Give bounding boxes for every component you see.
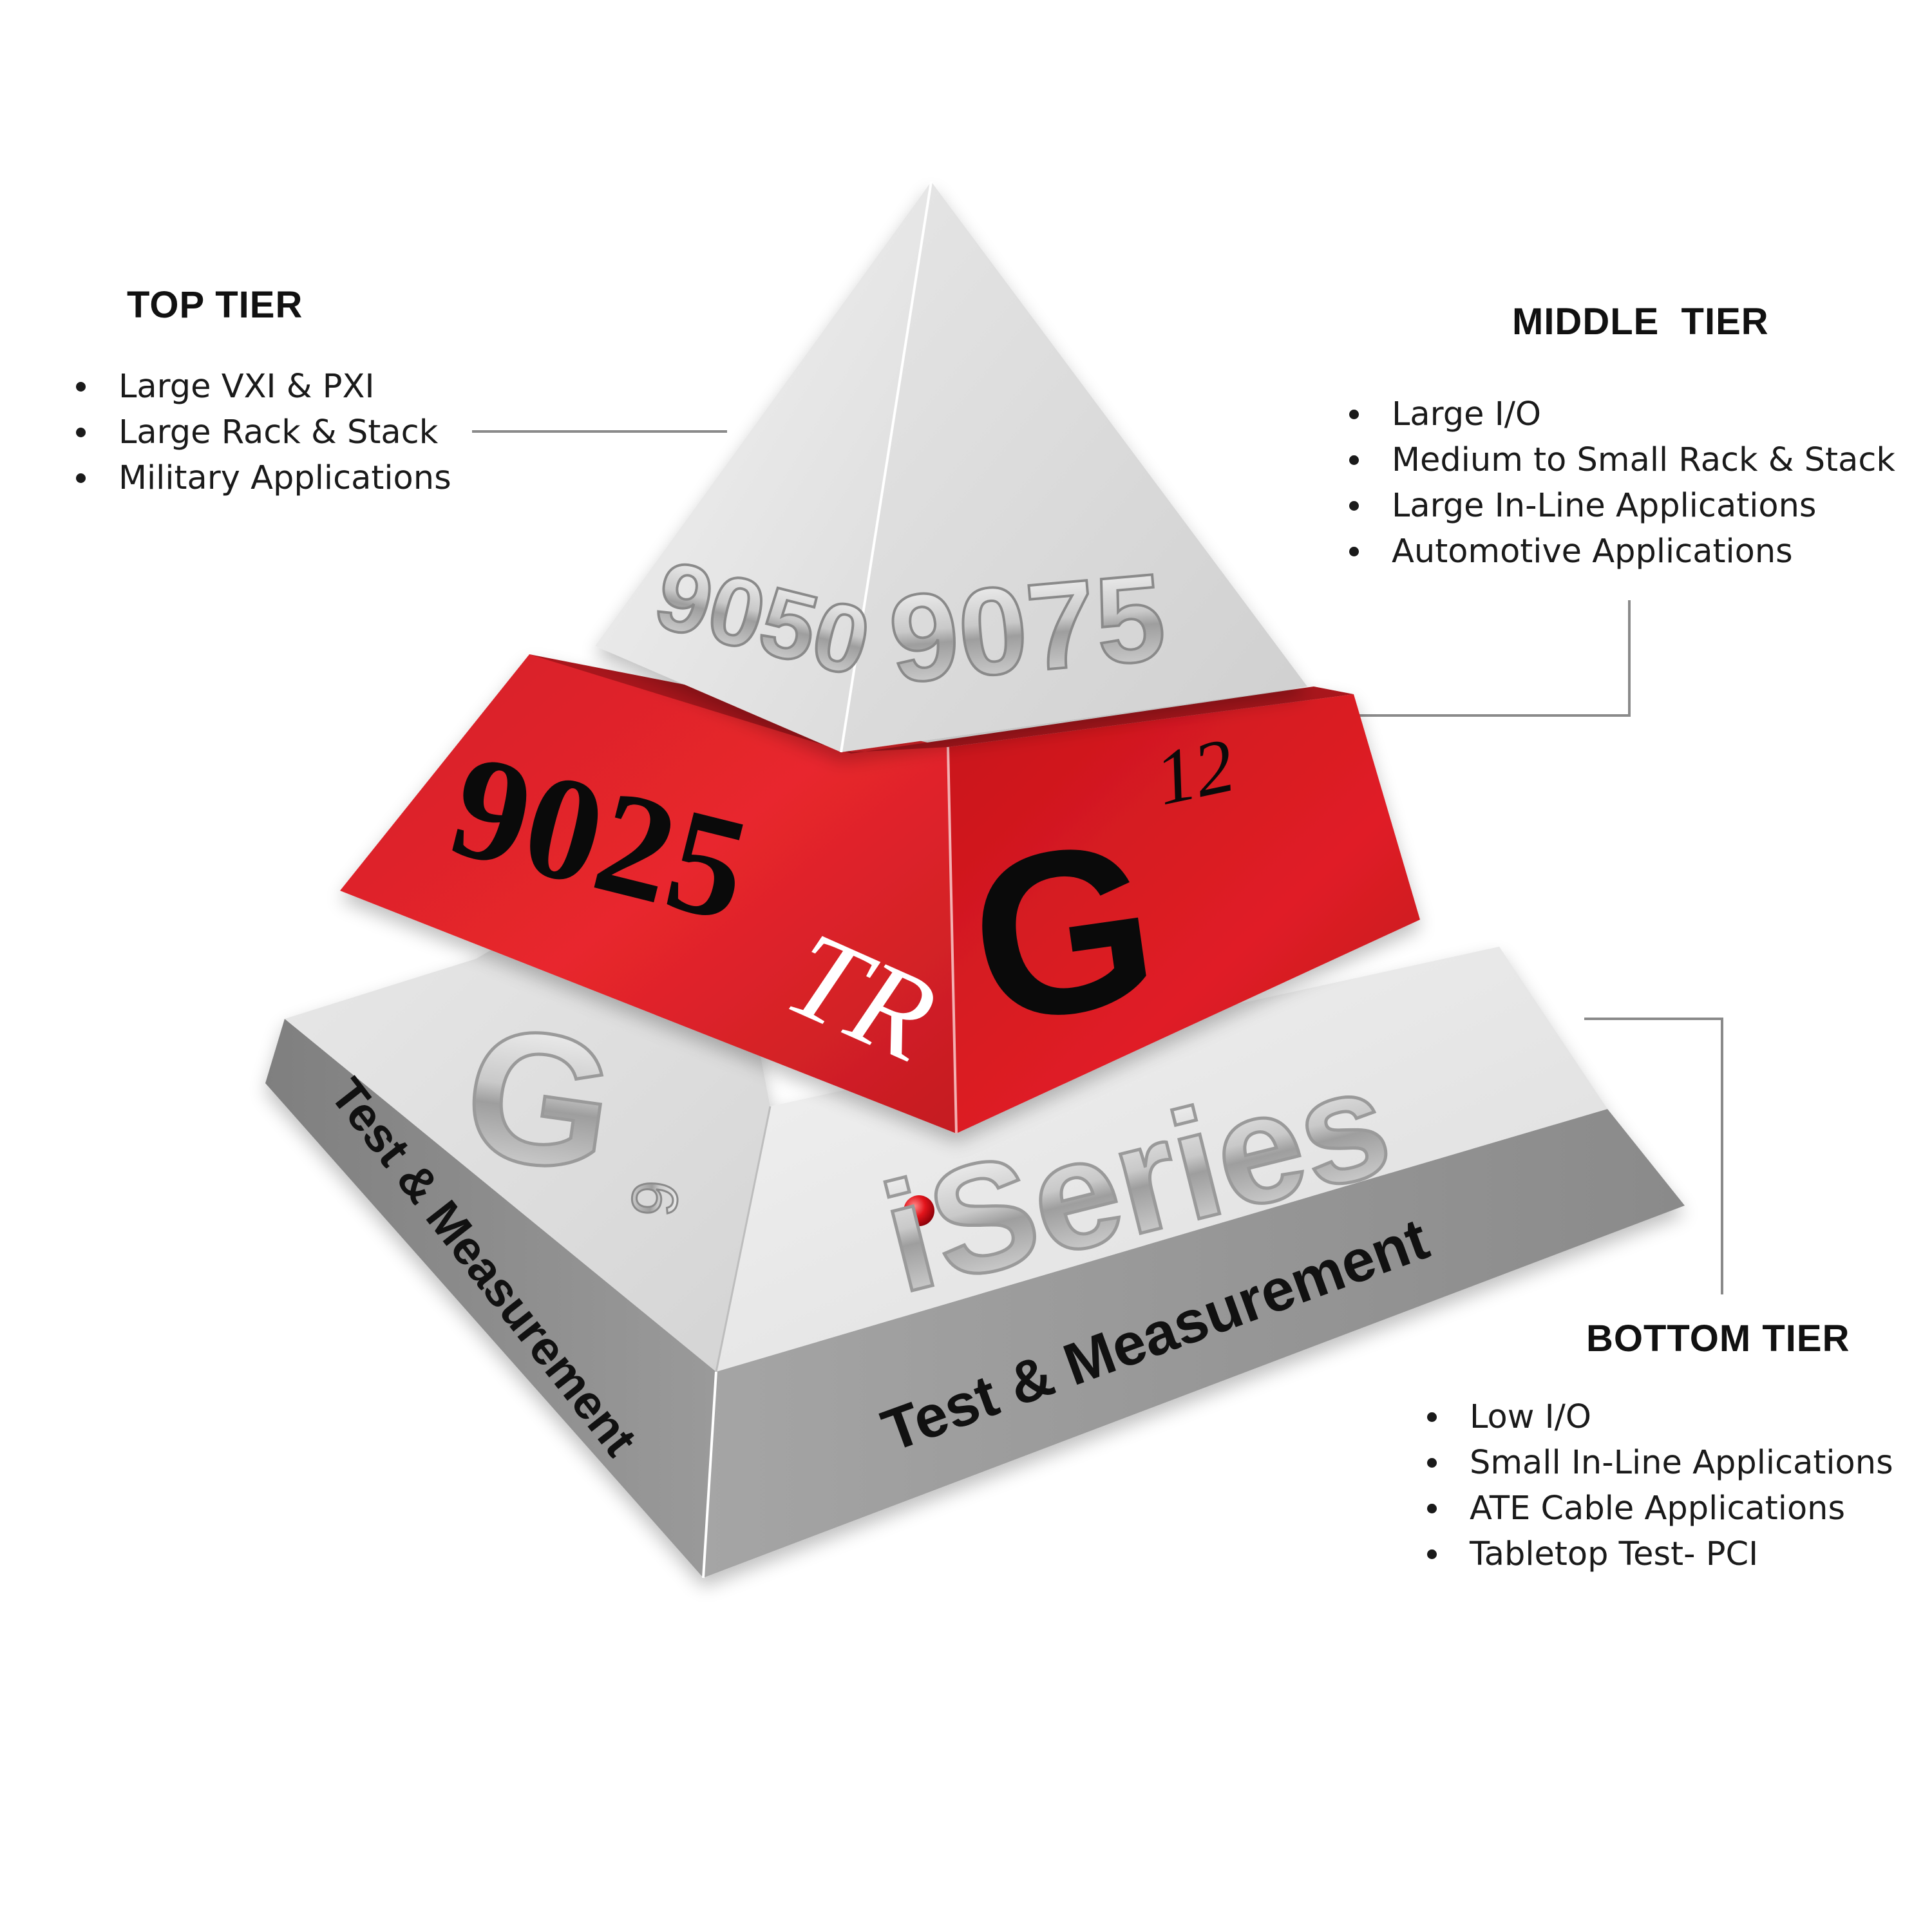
connector-lines [472, 430, 1723, 1294]
bottom-tier-list: Low I/O Small In-Line Applications ATE C… [1427, 1394, 1893, 1577]
list-item: Low I/O [1427, 1394, 1893, 1440]
middle-tier-label-right: G [956, 791, 1171, 1073]
middle-tier-right-face [948, 694, 1420, 1133]
top-tier-right-face [841, 182, 1307, 752]
top-tier-heading: TOP TIER [127, 284, 303, 326]
bottom-tier-heading: BOTTOM TIER [1586, 1318, 1850, 1359]
list-item: Small In-Line Applications [1427, 1440, 1893, 1486]
list-item: Large VXI & PXI [76, 364, 451, 410]
pyramid-middle-tier [340, 654, 1420, 1134]
bottom-tier-left-face-fill [285, 908, 770, 1372]
middle-tier-top-ledge [529, 654, 1354, 753]
connector-middle-tier [1307, 600, 1631, 717]
list-item: Large Rack & Stack [76, 410, 451, 455]
connector-bottom-tier [1584, 1018, 1723, 1294]
middle-tier-left-face [340, 654, 956, 1133]
list-item: Large I/O [1349, 392, 1895, 437]
iseries-red-dot [904, 1195, 934, 1226]
top-tier-left-face [595, 182, 931, 752]
list-item: Medium to Small Rack & Stack [1349, 437, 1895, 483]
list-item: Automotive Applications [1349, 529, 1895, 574]
bottom-tier-right-band [703, 1109, 1685, 1578]
bottom-tier-left-band [265, 1019, 716, 1578]
bottom-tier-label-left-sub: 6 [617, 1177, 692, 1219]
list-item: Large In-Line Applications [1349, 483, 1895, 529]
list-item: ATE Cable Applications [1427, 1486, 1893, 1531]
pyramid-bottom-tier [265, 818, 1685, 1578]
top-tier-list: Large VXI & PXI Large Rack & Stack Milit… [76, 364, 451, 501]
pyramid-top-tier [595, 181, 1307, 753]
middle-tier-list: Large I/O Medium to Small Rack & Stack L… [1349, 392, 1895, 574]
top-tier-label-right: 9075 [884, 547, 1170, 708]
middle-tier-label-right-super: 12 [1148, 721, 1242, 821]
bottom-tier-right-face-fill [716, 947, 1607, 1372]
bottom-tier-label-left: G [453, 986, 625, 1213]
list-item: Military Applications [76, 455, 451, 501]
list-item: Tabletop Test- PCI [1427, 1531, 1893, 1577]
middle-tier-heading: MIDDLE TIER [1512, 301, 1769, 343]
